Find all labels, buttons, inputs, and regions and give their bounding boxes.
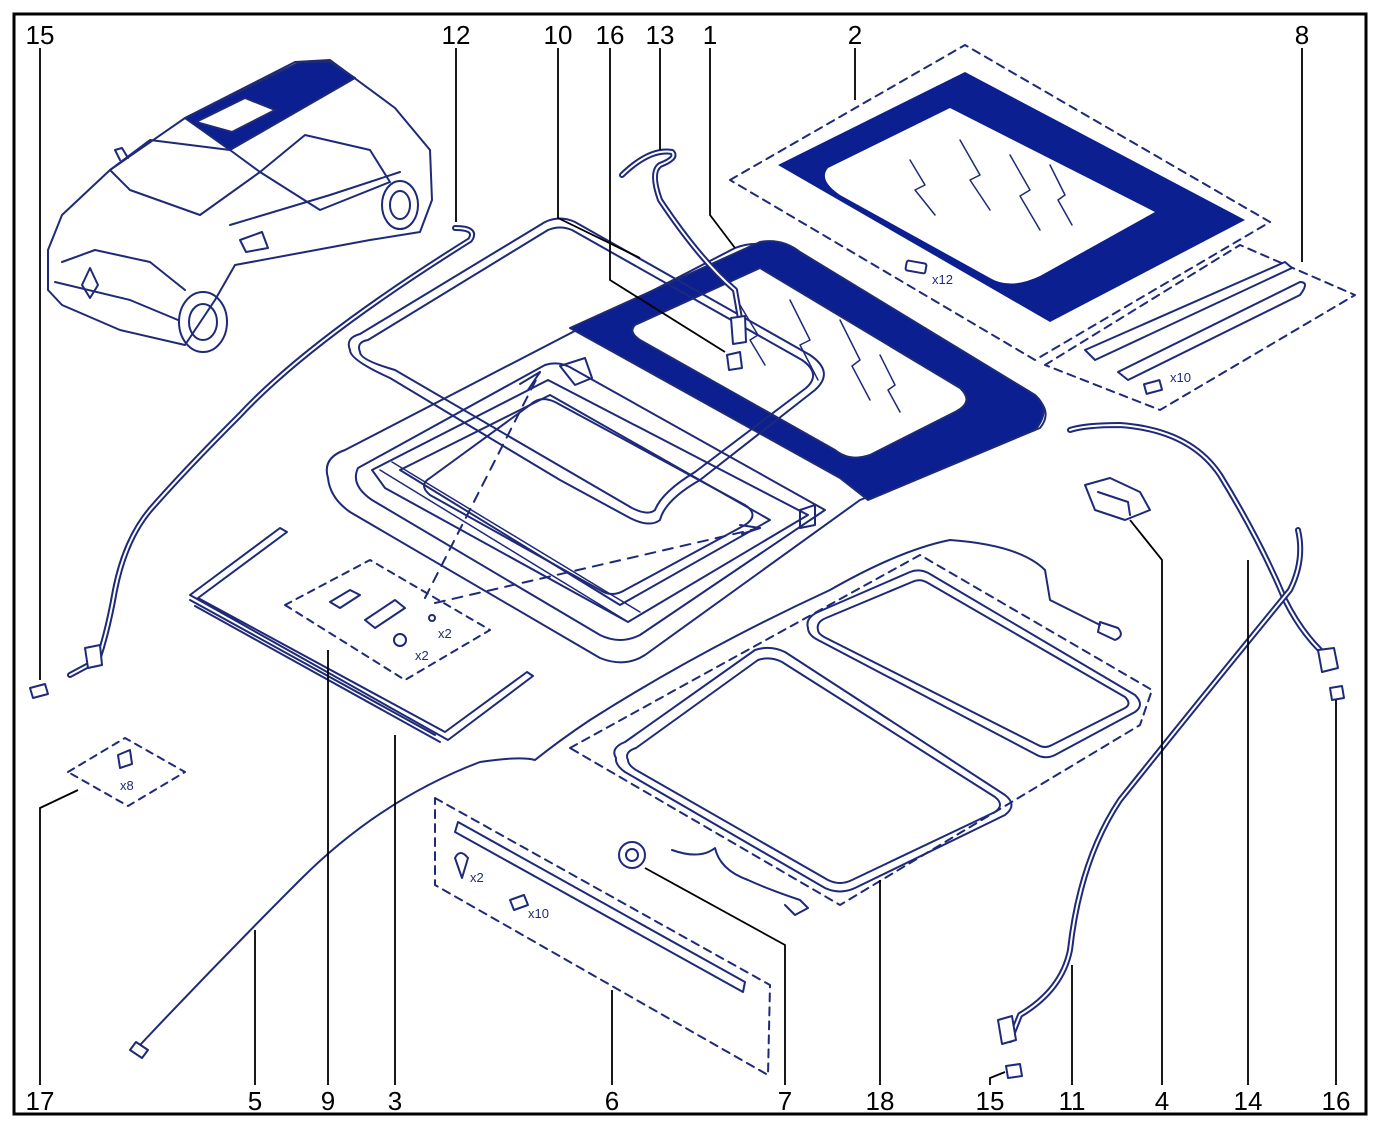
callout-15-bottom: 15 bbox=[976, 1086, 1005, 1116]
part-11-drain-tube bbox=[997, 527, 1304, 1045]
part-5-cable bbox=[129, 539, 1122, 1059]
callout-13: 13 bbox=[646, 20, 675, 50]
callout-10: 10 bbox=[544, 20, 573, 50]
qty-part-9b: x2 bbox=[415, 648, 429, 663]
car-illustration bbox=[47, 59, 433, 353]
callout-15-top: 15 bbox=[26, 20, 55, 50]
callout-16-top: 16 bbox=[596, 20, 625, 50]
callout-7: 7 bbox=[778, 1086, 792, 1116]
part-14-drain-tube bbox=[1067, 422, 1339, 673]
qty-part-9a: x2 bbox=[438, 626, 452, 641]
callout-11: 11 bbox=[1059, 1086, 1086, 1116]
callout-17: 17 bbox=[26, 1086, 55, 1116]
part-15-cap-left bbox=[29, 683, 49, 699]
leader-lines bbox=[39, 48, 1337, 1085]
part-4-motor bbox=[1084, 477, 1151, 521]
part-7-motor bbox=[618, 841, 809, 916]
part-10-seal bbox=[347, 217, 825, 525]
callout-1: 1 bbox=[703, 20, 717, 50]
qty-part-6a: x2 bbox=[470, 870, 484, 885]
callout-4: 4 bbox=[1155, 1086, 1169, 1116]
diagram-frame bbox=[12, 12, 1368, 1116]
callout-8: 8 bbox=[1295, 20, 1309, 50]
callout-9: 9 bbox=[321, 1086, 335, 1116]
callout-14: 14 bbox=[1234, 1086, 1263, 1116]
callout-5: 5 bbox=[248, 1086, 262, 1116]
part-15-cap-bottom bbox=[1005, 1063, 1023, 1079]
part-1-sunroof-assembly bbox=[325, 240, 1047, 664]
part-16-cap bbox=[726, 351, 743, 371]
part-13-hose bbox=[619, 148, 745, 333]
part-8-strips bbox=[1044, 244, 1356, 411]
part-17-screw bbox=[67, 737, 186, 807]
part-2-glass-panel bbox=[729, 44, 1271, 361]
part-3-rail bbox=[189, 527, 534, 743]
qty-part-8: x10 bbox=[1170, 370, 1191, 385]
qty-part-2: x12 bbox=[932, 272, 953, 287]
part-9-brackets bbox=[284, 559, 491, 681]
callout-12: 12 bbox=[442, 20, 471, 50]
callout-2: 2 bbox=[848, 20, 862, 50]
qty-part-17: x8 bbox=[120, 778, 134, 793]
part-16-cap-right bbox=[1329, 685, 1345, 701]
qty-part-6b: x10 bbox=[528, 906, 549, 921]
part-18-seals bbox=[569, 554, 1153, 906]
callout-6: 6 bbox=[605, 1086, 619, 1116]
callout-3: 3 bbox=[388, 1086, 402, 1116]
callout-18: 18 bbox=[866, 1086, 895, 1116]
callout-16-bottom: 16 bbox=[1322, 1086, 1351, 1116]
part-6-weatherstrip bbox=[434, 797, 771, 1076]
part-12-drain-tube bbox=[67, 225, 476, 678]
